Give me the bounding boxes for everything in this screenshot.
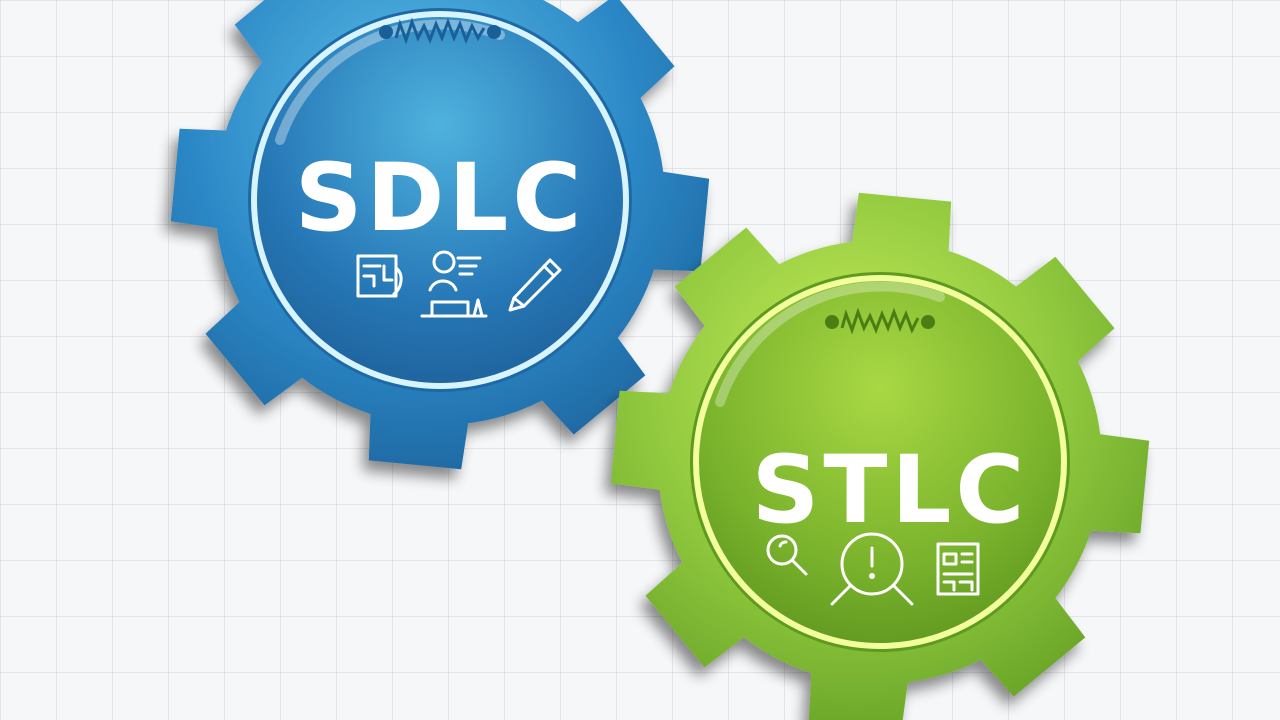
sdlc-gear-face — [251, 11, 629, 389]
test-document-icon — [936, 542, 980, 596]
circuit-ornament-icon — [379, 17, 501, 45]
stlc-gear: STLC — [610, 192, 1150, 720]
magnifier-icon — [766, 534, 808, 576]
blueprint-icon — [356, 254, 403, 298]
sdlc-gear: SDLC — [170, 0, 710, 470]
circuit-ornament-icon — [825, 307, 935, 335]
stlc-label: STLC — [752, 436, 1029, 545]
bug-search-icon — [830, 532, 914, 606]
sdlc-label: SDLC — [295, 144, 586, 253]
developer-at-desk-icon — [420, 250, 488, 318]
pencil-icon — [508, 258, 562, 312]
